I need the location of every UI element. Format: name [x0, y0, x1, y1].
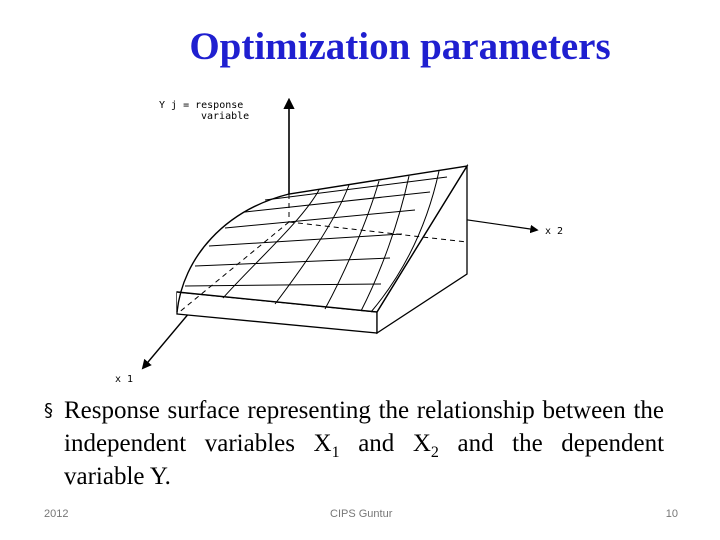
- response-surface-figure: Y j = response variable x 2 x 1: [105, 92, 585, 392]
- x2-axis-label: x 2: [545, 226, 563, 237]
- bullet-marker: §: [44, 400, 53, 421]
- hidden-lines: [176, 194, 468, 315]
- footer-page-number: 10: [665, 508, 678, 520]
- bullet-text-part1: Response surface representing the relati…: [64, 397, 664, 457]
- y-axis-label-line2: variable: [201, 111, 249, 122]
- x1-axis-label: x 1: [115, 374, 133, 385]
- bullet-subscript-2: 2: [430, 444, 439, 461]
- bullet-text-part3: and the dependent variable Y.: [64, 430, 665, 490]
- y-axis-label-line1: Y j = response: [159, 100, 243, 111]
- footer-date: 2012: [44, 508, 69, 520]
- response-surface-diagram: Y j = response variable x 2 x 1: [115, 97, 563, 385]
- footer-organization: CIPS Guntur: [330, 508, 393, 520]
- bullet-subscript-1: 1: [331, 444, 340, 461]
- bullet-text: Response surface representing the relati…: [64, 394, 664, 493]
- bullet-point: § Response surface representing the rela…: [44, 394, 664, 493]
- slide-title: Optimization parameters: [189, 25, 611, 68]
- bullet-text-part2: and X: [339, 430, 431, 457]
- surface-grid: [184, 170, 448, 313]
